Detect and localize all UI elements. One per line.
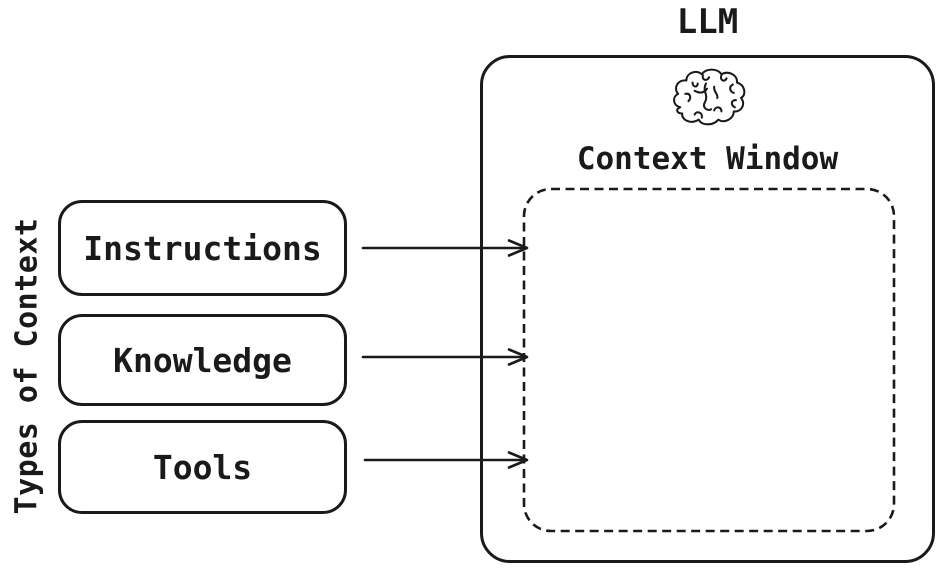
instructions-label: Instructions (83, 228, 322, 268)
tools-label: Tools (152, 447, 253, 487)
types-of-context-label: Types of Context (9, 217, 45, 515)
knowledge-label: Knowledge (113, 340, 292, 380)
llm-box (480, 55, 935, 563)
tools-box: Tools (58, 420, 347, 514)
llm-title: LLM (676, 2, 739, 42)
instructions-box: Instructions (58, 200, 347, 296)
context-window-box (522, 187, 896, 533)
knowledge-box: Knowledge (58, 314, 347, 406)
brain-icon (673, 68, 746, 126)
context-window-label: Context Window (576, 141, 839, 177)
